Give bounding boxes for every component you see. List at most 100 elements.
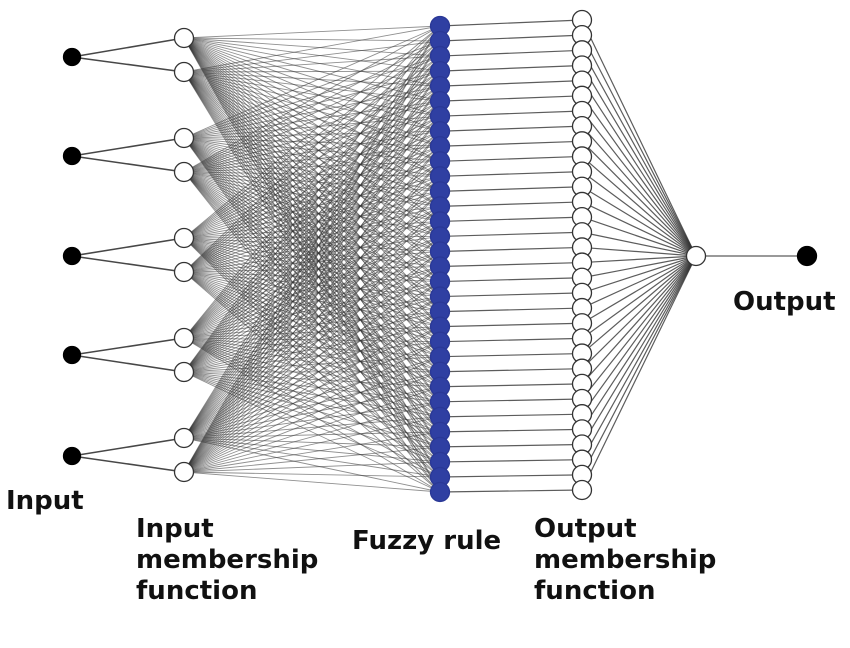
edge-input-mf-to-fuzzy-rule [183, 206, 441, 373]
edge-input-mf-to-fuzzy-rule [183, 70, 441, 339]
edge-input-mf-to-fuzzy-rule [183, 70, 441, 139]
edge-input-mf-to-fuzzy-rule [183, 145, 441, 439]
edge-fuzzy-rule-to-output-mf [439, 186, 583, 192]
edge-output-mf-to-aggregate [581, 255, 697, 430]
edge-input-to-input-mf [71, 137, 185, 157]
edge-input-mf-to-fuzzy-rule [183, 55, 441, 173]
edge-input-mf-to-fuzzy-rule [183, 100, 441, 473]
edge-input-mf-to-fuzzy-rule [183, 175, 441, 273]
edge-input-mf-to-fuzzy-rule [183, 356, 441, 439]
edge-output-mf-to-aggregate [581, 255, 697, 460]
output-mf-node [571, 479, 593, 501]
input-membership-function-label: Input membership function [136, 514, 319, 607]
edge-input-mf-to-fuzzy-rule [183, 337, 441, 388]
edge-input-mf-to-fuzzy-rule [183, 115, 441, 273]
edge-input-mf-to-fuzzy-rule [183, 401, 441, 473]
edge-input-mf-to-fuzzy-rule [183, 55, 441, 273]
edge-input-mf-to-fuzzy-rule [183, 190, 441, 373]
edge-output-mf-to-aggregate [581, 110, 697, 257]
edge-input-mf-to-fuzzy-rule [183, 416, 441, 439]
edge-input-to-input-mf [71, 455, 185, 473]
edge-fuzzy-rule-to-output-mf [439, 307, 583, 313]
edge-fuzzy-rule-to-output-mf [439, 155, 583, 162]
edge-output-mf-to-aggregate [581, 255, 697, 264]
edge-input-to-input-mf [71, 37, 185, 58]
output-node [796, 245, 818, 267]
edge-input-mf-to-fuzzy-rule [183, 281, 441, 373]
edge-input-mf-to-fuzzy-rule [183, 237, 441, 282]
edge-output-mf-to-aggregate [581, 216, 697, 257]
edge-input-mf-to-fuzzy-rule [183, 25, 441, 239]
edge-fuzzy-rule-to-output-mf [439, 140, 583, 147]
input-mf-node [173, 461, 195, 483]
edge-input-mf-to-fuzzy-rule [183, 341, 441, 373]
edge-output-mf-to-aggregate [581, 255, 697, 309]
edge-input-mf-to-fuzzy-rule [183, 40, 441, 439]
edge-fuzzy-rule-to-output-mf [439, 383, 583, 388]
edge-input-mf-to-fuzzy-rule [183, 337, 441, 373]
edge-output-mf-to-aggregate [581, 186, 697, 257]
edge-input-mf-to-fuzzy-rule [183, 145, 441, 273]
edge-input-mf-to-fuzzy-rule [183, 337, 441, 448]
edge-fuzzy-rule-to-output-mf [439, 80, 583, 87]
edge-input-mf-to-fuzzy-rule [183, 446, 441, 473]
edge-input-to-input-mf [71, 237, 185, 257]
edge-input-mf-to-fuzzy-rule [183, 371, 441, 439]
input-mf-node [173, 227, 195, 249]
input-node [62, 345, 82, 365]
edge-input-mf-to-fuzzy-rule [183, 85, 441, 473]
edge-input-mf-to-fuzzy-rule [183, 55, 441, 73]
edge-output-mf-to-aggregate [581, 255, 697, 294]
edge-fuzzy-rule-to-output-mf [439, 49, 583, 57]
edge-input-mf-to-fuzzy-rule [183, 55, 441, 239]
edge-input-mf-to-fuzzy-rule [183, 191, 441, 473]
input-mf-node [173, 361, 195, 383]
edge-input-mf-to-fuzzy-rule [183, 70, 441, 173]
edge-input-mf-to-fuzzy-rule [183, 100, 441, 373]
edge-input-mf-to-fuzzy-rule [183, 311, 441, 473]
edge-input-mf-to-fuzzy-rule [183, 25, 441, 39]
input-mf-node [173, 27, 195, 49]
edge-input-mf-to-fuzzy-rule [183, 25, 441, 173]
edge-input-mf-to-fuzzy-rule [183, 160, 441, 373]
edge-output-mf-to-aggregate [581, 231, 697, 257]
edge-input-mf-to-fuzzy-rule [183, 25, 441, 339]
edge-fuzzy-rule-to-output-mf [439, 261, 583, 268]
edge-input-mf-to-fuzzy-rule [183, 25, 441, 73]
edge-input-mf-to-fuzzy-rule [183, 237, 441, 373]
edge-input-mf-to-fuzzy-rule [183, 145, 441, 373]
edge-input-mf-to-fuzzy-rule [183, 130, 441, 239]
edge-input-mf-to-fuzzy-rule [183, 160, 441, 273]
edge-fuzzy-rule-to-output-mf [439, 110, 583, 117]
edge-input-mf-to-fuzzy-rule [183, 326, 441, 373]
edge-input-mf-to-fuzzy-rule [183, 416, 441, 473]
edge-output-mf-to-aggregate [581, 125, 697, 257]
edge-input-mf-to-fuzzy-rule [183, 100, 441, 273]
edge-input-mf-to-fuzzy-rule [183, 55, 441, 139]
edge-input-mf-to-fuzzy-rule [183, 337, 441, 463]
input-node [62, 446, 82, 466]
network-edges [71, 19, 807, 493]
edge-input-mf-to-fuzzy-rule [183, 40, 441, 73]
edge-input-mf-to-fuzzy-rule [183, 431, 441, 439]
edge-output-mf-to-aggregate [581, 255, 697, 476]
edge-fuzzy-rule-to-output-mf [439, 216, 583, 223]
edge-output-mf-to-aggregate [581, 246, 697, 257]
edge-fuzzy-rule-to-output-mf [439, 352, 583, 358]
edge-output-mf-to-aggregate [581, 171, 697, 257]
edge-input-mf-to-fuzzy-rule [183, 55, 441, 473]
edge-fuzzy-rule-to-output-mf [439, 171, 583, 177]
edge-input-mf-to-fuzzy-rule [183, 160, 441, 439]
edge-input-mf-to-fuzzy-rule [183, 37, 441, 42]
edge-input-mf-to-fuzzy-rule [183, 85, 441, 273]
edge-input-mf-to-fuzzy-rule [183, 237, 441, 313]
edge-input-mf-to-fuzzy-rule [183, 237, 441, 478]
edge-input-mf-to-fuzzy-rule [183, 371, 441, 473]
edge-input-mf-to-fuzzy-rule [183, 386, 441, 473]
edge-input-mf-to-fuzzy-rule [183, 115, 441, 239]
edge-input-mf-to-fuzzy-rule [183, 437, 441, 463]
edge-input-to-input-mf [71, 56, 185, 73]
edge-fuzzy-rule-to-output-mf [439, 322, 583, 328]
edge-output-mf-to-aggregate [581, 255, 697, 324]
output-membership-function-label: Output membership function [534, 514, 717, 607]
